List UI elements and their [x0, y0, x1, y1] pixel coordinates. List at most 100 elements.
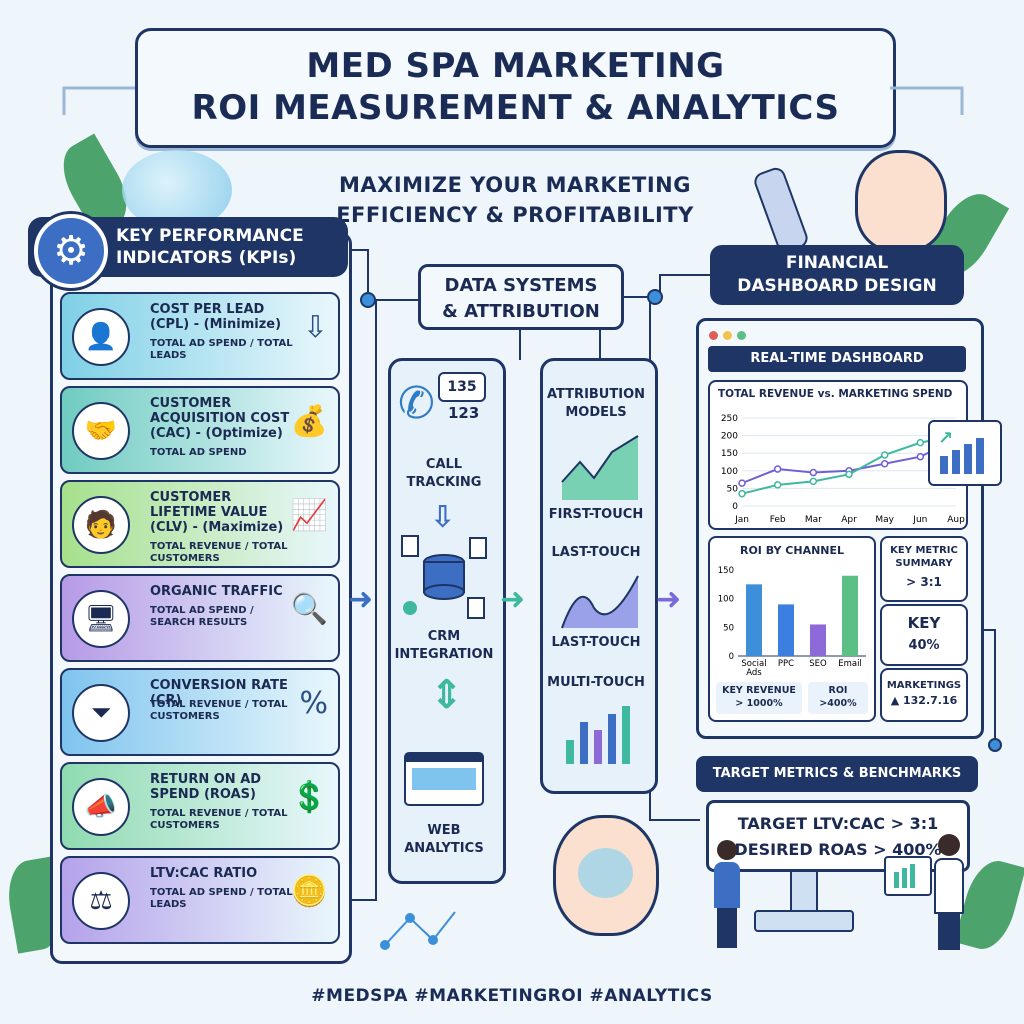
- title-box: MED SPA MARKETING ROI MEASUREMENT & ANAL…: [135, 28, 896, 148]
- y-tick-label: 50: [727, 484, 739, 494]
- money-bag-icon: 💰: [290, 404, 328, 439]
- scale-icon: ⚖: [72, 872, 130, 930]
- x-tick-label: Aup: [947, 515, 965, 525]
- y-tick-label: 200: [721, 432, 738, 442]
- key-revenue-value: > 1000%: [735, 698, 783, 709]
- kpi-card-title: CUSTOMER LIFETIME VALUE (CLV) - (Maximiz…: [150, 490, 284, 535]
- monitor-base-icon: [754, 910, 854, 932]
- kpi-card-formula: TOTAL AD SPEND: [150, 447, 247, 458]
- marketings-box: MARKETINGS ▲ 132.7.16: [880, 668, 968, 722]
- realtime-dashboard-bar: REAL-TIME DASHBOARD: [708, 346, 966, 372]
- key-metric-line2: SUMMARY: [895, 558, 953, 569]
- hashtags: #MEDSPA #MARKETINGROI #ANALYTICS: [311, 986, 713, 1006]
- search-icon: 🔍: [290, 592, 328, 627]
- kpi-card: ⚖ LTV:CAC RATIO TOTAL AD SPEND / TOTAL LEA…: [60, 856, 340, 944]
- x-tick-label: Feb: [770, 515, 786, 525]
- spa-face-icon: [855, 150, 947, 252]
- y-tick-label: 150: [718, 566, 734, 576]
- roi-chart-title: ROI BY CHANNEL: [739, 544, 845, 557]
- right-arrow-icon: ➜: [500, 582, 526, 617]
- x-tick-label: Ads: [746, 668, 762, 678]
- y-tick-label: 150: [721, 449, 738, 459]
- kpi-card: 🧑 CUSTOMER LIFETIME VALUE (CLV) - (Maximi…: [60, 480, 340, 568]
- person-icon: 🧑: [72, 496, 130, 554]
- handshake-icon: 🤝: [72, 402, 130, 460]
- growth-chart-icon: ↗: [928, 420, 1002, 486]
- attribution-title: ATTRIBUTION MODELS: [546, 387, 646, 420]
- kpi-card-title: CONVERSION RATE (CR): [150, 678, 288, 708]
- roi-small-label: ROI: [828, 685, 848, 696]
- crm-integration-label: CRM INTEGRATION: [394, 629, 494, 662]
- person-icon: [714, 840, 740, 950]
- user-icon: 👤: [72, 308, 130, 366]
- roi-small-box: ROI >400%: [808, 682, 868, 714]
- financial-header-line1: FINANCIAL: [785, 253, 889, 273]
- financial-header: FINANCIAL DASHBOARD DESIGN: [710, 245, 964, 305]
- last-touch-chart-icon: [561, 575, 639, 629]
- call-count-bottom: 123: [448, 404, 480, 422]
- target-metrics-header: TARGET METRICS & BENCHMARKS: [696, 756, 978, 792]
- subtitle: MAXIMIZE YOUR MARKETING EFFICIENCY & PRO…: [300, 170, 730, 230]
- key-value: 40%: [908, 638, 940, 653]
- subtitle-line1: MAXIMIZE YOUR MARKETING: [339, 173, 691, 197]
- percent-icon: %: [299, 686, 328, 721]
- y-tick-label: 0: [729, 652, 734, 662]
- roi-small-value: >400%: [819, 698, 857, 709]
- kpi-header-line2: INDICATORS (KPIs): [116, 248, 297, 268]
- kpi-card-formula: TOTAL REVENUE / TOTAL CUSTOMERS: [150, 808, 288, 831]
- data-point: [845, 470, 853, 479]
- first-touch-chart-icon: [561, 435, 639, 500]
- kpi-card: 🤝 CUSTOMER ACQUISITION COST (CAC) - (Opti…: [60, 386, 340, 474]
- kpi-header-line1: KEY PERFORMANCE: [116, 226, 304, 246]
- doctor-icon: [934, 834, 964, 954]
- bar: [810, 624, 826, 656]
- data-point: [916, 438, 925, 447]
- data-systems-header-line1: DATA SYSTEMS: [444, 275, 598, 296]
- monitor-stand-icon: [790, 872, 818, 914]
- data-point: [738, 489, 746, 498]
- y-tick-label: 250: [721, 414, 738, 424]
- kpi-card-formula: TOTAL REVENUE / TOTAL CUSTOMERS: [150, 541, 288, 564]
- window-maximize-dot: [737, 331, 746, 340]
- key-label: KEY: [907, 614, 941, 632]
- marketings-value: ▲ 132.7.16: [890, 694, 958, 707]
- phone-icon: ✆: [398, 378, 435, 429]
- x-tick-label: Email: [838, 659, 862, 669]
- x-tick-label: Apr: [841, 515, 857, 525]
- attribution-column: [540, 358, 658, 794]
- target-line1: TARGET LTV:CAC > 3:1: [737, 814, 939, 833]
- call-tracking-label: CALL TRACKING: [406, 457, 482, 490]
- kpi-card-title: RETURN ON AD SPEND (ROAS): [150, 772, 262, 802]
- kpi-card: 👤COST PER LEAD (CPL) - (Minimize)TOTAL A…: [60, 292, 340, 380]
- x-tick-label: Social: [741, 659, 766, 669]
- data-point: [773, 465, 782, 473]
- attribution-model-4: MULTI-TOUCH: [547, 675, 645, 690]
- browser-icon: 🖥: [72, 590, 130, 648]
- attribution-model-2: LAST-TOUCH: [551, 545, 641, 560]
- y-tick-label: 0: [732, 502, 738, 512]
- target-line2: DESIRED ROAS > 400%: [734, 840, 942, 859]
- x-tick-label: Jan: [734, 515, 749, 525]
- financial-header-line2: DASHBOARD DESIGN: [737, 276, 937, 296]
- coins-chart-icon: 💲: [290, 780, 328, 815]
- bar: [746, 584, 762, 656]
- title-line2: ROI MEASUREMENT & ANALYTICS: [191, 88, 840, 128]
- key-revenue-label: KEY REVENUE: [722, 685, 796, 696]
- kpi-card-title: CUSTOMER ACQUISITION COST (CAC) - (Optim…: [150, 396, 290, 441]
- kpi-card-title: COST PER LEAD (CPL) - (Minimize): [150, 302, 282, 332]
- y-tick-label: 100: [721, 467, 738, 477]
- data-point: [916, 452, 925, 461]
- key-box: KEY 40%: [880, 604, 968, 666]
- attribution-model-1: FIRST-TOUCH: [548, 507, 644, 522]
- x-tick-label: May: [875, 515, 894, 525]
- data-point: [809, 468, 818, 477]
- kpi-card-formula: TOTAL AD SPEND / TOTAL LEADS: [150, 887, 293, 910]
- presentation-chart-icon: [884, 856, 932, 896]
- title-line1: MED SPA MARKETING: [306, 46, 725, 86]
- kpi-card-title: ORGANIC TRAFFIC: [150, 584, 283, 599]
- kpi-card-title: LTV:CAC RATIO: [150, 866, 258, 881]
